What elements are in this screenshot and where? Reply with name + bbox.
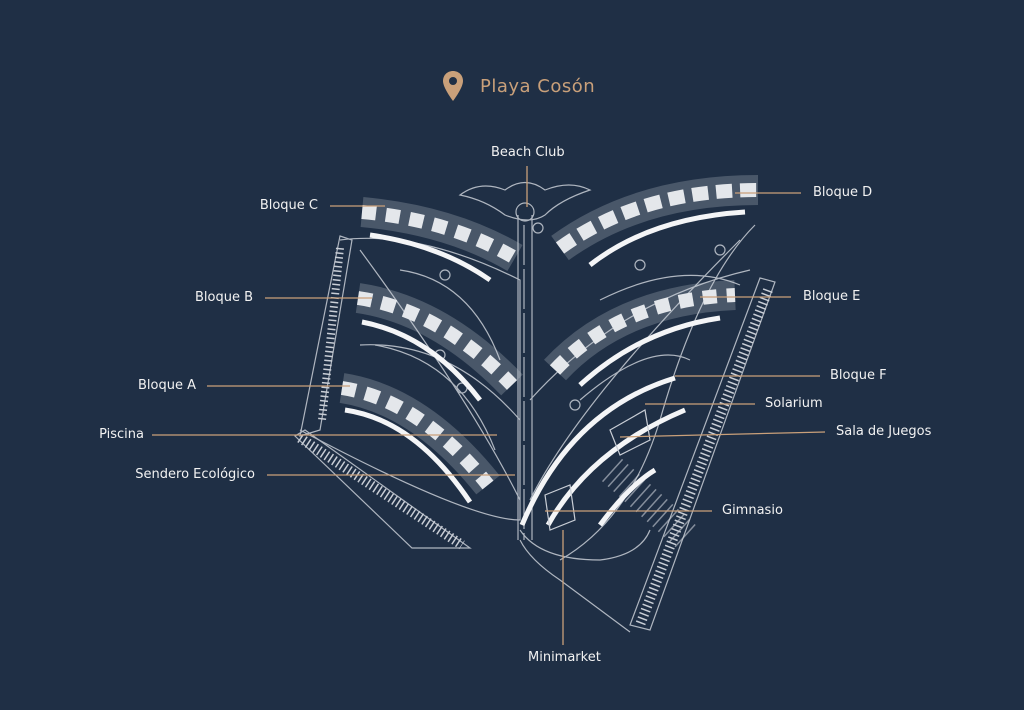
label-bloque-e[interactable]: Bloque E [803,289,861,304]
map-pin-icon [443,71,463,101]
label-bloque-a[interactable]: Bloque A [138,378,196,393]
label-bloque-f[interactable]: Bloque F [830,368,887,383]
label-beach-club[interactable]: Beach Club [491,145,565,160]
label-gimnasio[interactable]: Gimnasio [722,503,783,518]
label-solarium[interactable]: Solarium [765,396,823,411]
location-header: Playa Cosón [442,70,595,102]
bloque-a-building [339,373,500,495]
label-bloque-c[interactable]: Bloque C [259,198,318,213]
parking-areas [297,247,773,627]
label-bloque-d[interactable]: Bloque D [813,185,873,200]
bloque-d-building [551,175,759,261]
label-bloque-b[interactable]: Bloque B [194,290,253,305]
label-sendero-ecologico[interactable]: Sendero Ecológico [135,467,255,482]
bloque-b-building [355,283,523,396]
label-minimarket[interactable]: Minimarket [528,650,601,665]
location-name: Playa Cosón [480,75,596,97]
residential-blocks [339,175,759,531]
label-sala-de-juegos[interactable]: Sala de Juegos [836,424,932,439]
bloque-c-building [360,197,523,272]
label-piscina[interactable]: Piscina [99,427,144,442]
leader-lines [152,166,826,645]
